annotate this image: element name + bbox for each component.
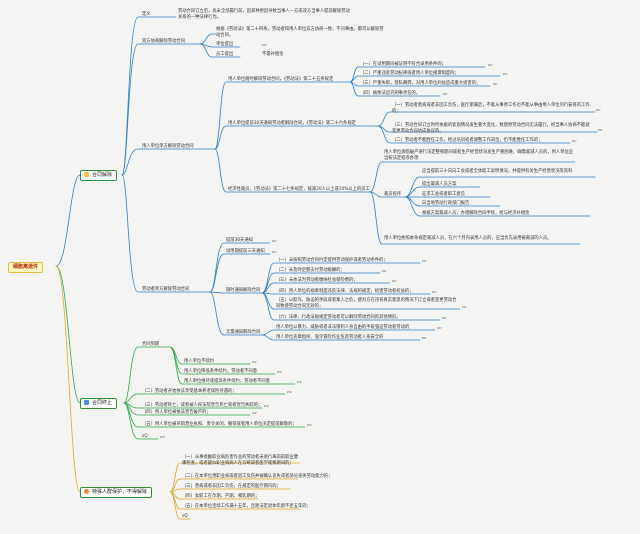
tag-lgz3-3: cc [392,278,397,283]
node-b3[interactable]: （二）劳动者不能胜任工作，经过培训或者调整工作岗位，仍不能胜任工作的； [392,138,543,143]
branch-hetong-zhongzhi[interactable]: 合同终止 [80,398,118,409]
node-z3[interactable]: （三）劳动者死亡，或者被人民法院宣告死亡或者宣告失踪的； [142,403,263,408]
node-lgz3-3[interactable]: （三）未依法为劳动者缴纳社会保险费的； [276,278,358,283]
node-c-cx5[interactable]: 根据方案裁减人员，办理解除合同手续，给与经济补偿金 [422,211,530,216]
node-dingyi[interactable]: 定义 [142,12,151,17]
tag-b2: cc [598,127,603,132]
node-danwei-tichu[interactable]: 单位提出 [216,42,234,47]
branch-teshu-label: 特殊人群保护，不得解除 [92,489,148,495]
node-z5[interactable]: （五）用人单位被吊销营业执照、责令关闭、撤销或者用人单位决定提前解散的； [142,422,297,427]
node-shuangfang-text: 根据《劳动法》第二十四条，劳动者和用人单位双方协商一致，不问事由，都可以解除劳动… [216,27,384,38]
branch-hetong-jiechu[interactable]: 合同解除 [80,170,118,181]
node-lgz4-1[interactable]: 用人单位以暴力、威胁或者非法限制人身自由的手段强迫劳动者劳动的 [276,325,410,330]
node-t5[interactable]: （五）在本单位连续工作满十五年，且距法定退休年龄不足五年的； [182,504,311,509]
node-c-cx2[interactable]: 提出裁减人员方案 [422,182,457,187]
node-a4[interactable]: （四）被依法追究刑事责任的。 [360,91,421,96]
tag-hq2: cv [277,369,282,374]
node-c-title[interactable]: 经济性裁员，《劳动法》第二十七条规定，裁减20人以上或10%以上的员工 [228,187,370,192]
node-lgz[interactable]: 劳动者单方解除劳动合同 [142,287,190,292]
node-z2[interactable]: （二）劳动者开始依法享受基本养老保险待遇的； [142,389,237,394]
tag-lgz1: cc [272,238,277,243]
node-c-last[interactable]: 用人单位依照本条规定裁减人员，在六个月内录用人员的，应当优先录用被裁减的人员。 [384,236,552,241]
tag-danwei-tichu: cv [262,42,267,47]
tag-lgz4-2: cc [422,335,427,340]
node-t6[interactable]: sQ [182,514,188,519]
node-hetong-qixian[interactable]: 合同到期 [142,342,160,347]
node-a1[interactable]: （一）在试用期间被证明不符合录用条件的； [360,62,446,67]
tag-z2: cv [287,389,292,394]
node-b2[interactable]: （三）劳动合同订立时所依据的客观情况发生重大变化，致使原劳动合同无法履行，经当事… [392,123,590,134]
tag-hq3: cv [297,379,302,384]
node-z4[interactable]: （四）用人单位被依法宣告破产的； [142,410,211,415]
tag-a1: cc [488,62,493,67]
branch-hetong-zhongzhi-label: 合同终止 [92,400,113,406]
node-c-cx1[interactable]: 应当提前三十日向工会或者全体职工说明情况，并提供有关生产经营状况等资料 [422,169,573,174]
node-hq2[interactable]: 用人单位降低条件续约，劳动者不同意 [184,369,258,374]
node-lgz3[interactable]: 随时通知解除合同 [226,288,261,293]
root-node[interactable]: 细胞离退件 [8,262,44,273]
tag-a3: cc [493,81,498,86]
link-root-zhongzhi [55,265,81,404]
node-hq1[interactable]: 用人单位不续约 [184,359,215,364]
tag-z4: cv [252,410,257,415]
tag-b1: cc [596,107,601,112]
node-c-intro[interactable]: 用人单位濒临破产进行法定整顿期间或者生产经营状况发生严重困难，确需裁减人员的，用… [384,150,574,161]
node-yuangong-tichu[interactable]: 员工提出 [216,52,234,57]
node-dingyi-text: 劳动合同订立后，尚未全部履行前，因某种原因导致当事人一方或双方当事人提前解除劳动… [178,9,350,20]
node-t2[interactable]: （二）在本单位患职业病或者因工负伤并被确认丧失或者部分丧失劳动能力的； [182,474,333,479]
tag-lgz3-6: cc [442,315,447,320]
node-lgz2[interactable]: 试用期提前三天通知 [226,249,265,254]
node-hq3[interactable]: 用人单位维持或提高条件续约，劳动者不同意 [184,379,270,384]
tag-hq1: cv [252,359,257,364]
node-lgz3-2[interactable]: （二）未及时足额支付劳动报酬的； [276,268,345,273]
tag-lgz3-1: cc [422,258,427,263]
tag-yuangong-tichu: 不需补偿金 [262,52,284,57]
tag-a2: cc [503,71,508,76]
node-lgz1[interactable]: 提前30天通知 [226,238,253,243]
node-c-cx[interactable]: 裁员程序 [384,192,402,197]
node-a2[interactable]: （二）严重违反劳动纪律或者用人单位规章制度的； [360,71,459,76]
tag-lgz4-1: cc [437,325,442,330]
tag-lgz3-4: cc [432,289,437,294]
node-yrdw[interactable]: 用人单位单方解除劳动合同 [142,144,194,149]
node-z6[interactable]: sQ [142,434,148,439]
link-root-jiechu [55,174,81,267]
node-c-cx3[interactable]: 征求工会或者职工意见 [422,192,465,197]
node-lgz4-2[interactable]: 用人单位违章指挥、强令冒险作业危及劳动者人身安全的 [276,335,384,340]
note-icon [84,399,89,405]
node-a3[interactable]: （三）严重失职，营私舞弊，对用人单位利益造成重大损害的； [360,81,481,86]
node-shuangfang[interactable]: 双方协商解除劳动合同 [142,39,185,44]
tag-lgz3-5: cc [462,304,467,309]
tag-b3: cc [572,138,577,143]
node-t1[interactable]: （一）从事接触职业病危害作业的劳动者未进行离岗前职业健康检查，或者疑似职业病病人… [182,455,299,466]
node-lgz3-4[interactable]: （四）用人单位的规章制度违反法律、法规的规定，损害劳动者权益的； [276,289,414,294]
node-t4[interactable]: （四）女职工在孕期、产期、哺乳期的； [182,494,260,499]
tag-a4: cc [443,91,448,96]
root-label: 细胞离退件 [13,264,39,270]
node-lgz4[interactable]: 无需通知解除合同 [226,330,261,335]
tag-z5: cv [307,422,312,427]
node-lgz3-5[interactable]: （五）以欺诈、胁迫的手段或者乘人之危，使对方在违背真实意思的情况下订立或者变更劳… [276,298,457,309]
node-a-title[interactable]: 用人单位随时解除劳动合同，《劳动法》第二十五条规定 [228,77,334,82]
node-lgz3-6[interactable]: （六）法律、行政法规规定劳动者可以解除劳动合同的其他情形。 [276,315,401,320]
node-b-title[interactable]: 用人单位提前30天通知劳动者解除合同，《劳动法》第二十六条规定 [228,121,356,126]
clipboard-icon [84,171,89,177]
node-b1[interactable]: （一）劳动者患病或者非因工负伤，医疗期满后，不能从事原工作也不能从事由用人单位另… [392,103,590,114]
tag-lgz3-2: cc [382,268,387,273]
tag-z6: cv [160,434,165,439]
person-icon [84,488,89,494]
node-c-cx4[interactable]: 向当地劳动行政部门报告 [422,201,470,206]
link-root-teshu [55,265,81,493]
node-lgz3-1[interactable]: （一）未按照劳动合同约定提供劳动保护或者劳动条件的； [276,258,388,263]
branch-hetong-jiechu-label: 合同解除 [92,172,113,178]
branch-teshu[interactable]: 特殊人群保护，不得解除 [80,487,153,498]
tag-lgz2: cc [272,249,277,254]
tag-z3: cv [264,403,269,408]
node-t3[interactable]: （三）患病或者非因工负伤，在规定的医疗期内的； [182,484,281,489]
